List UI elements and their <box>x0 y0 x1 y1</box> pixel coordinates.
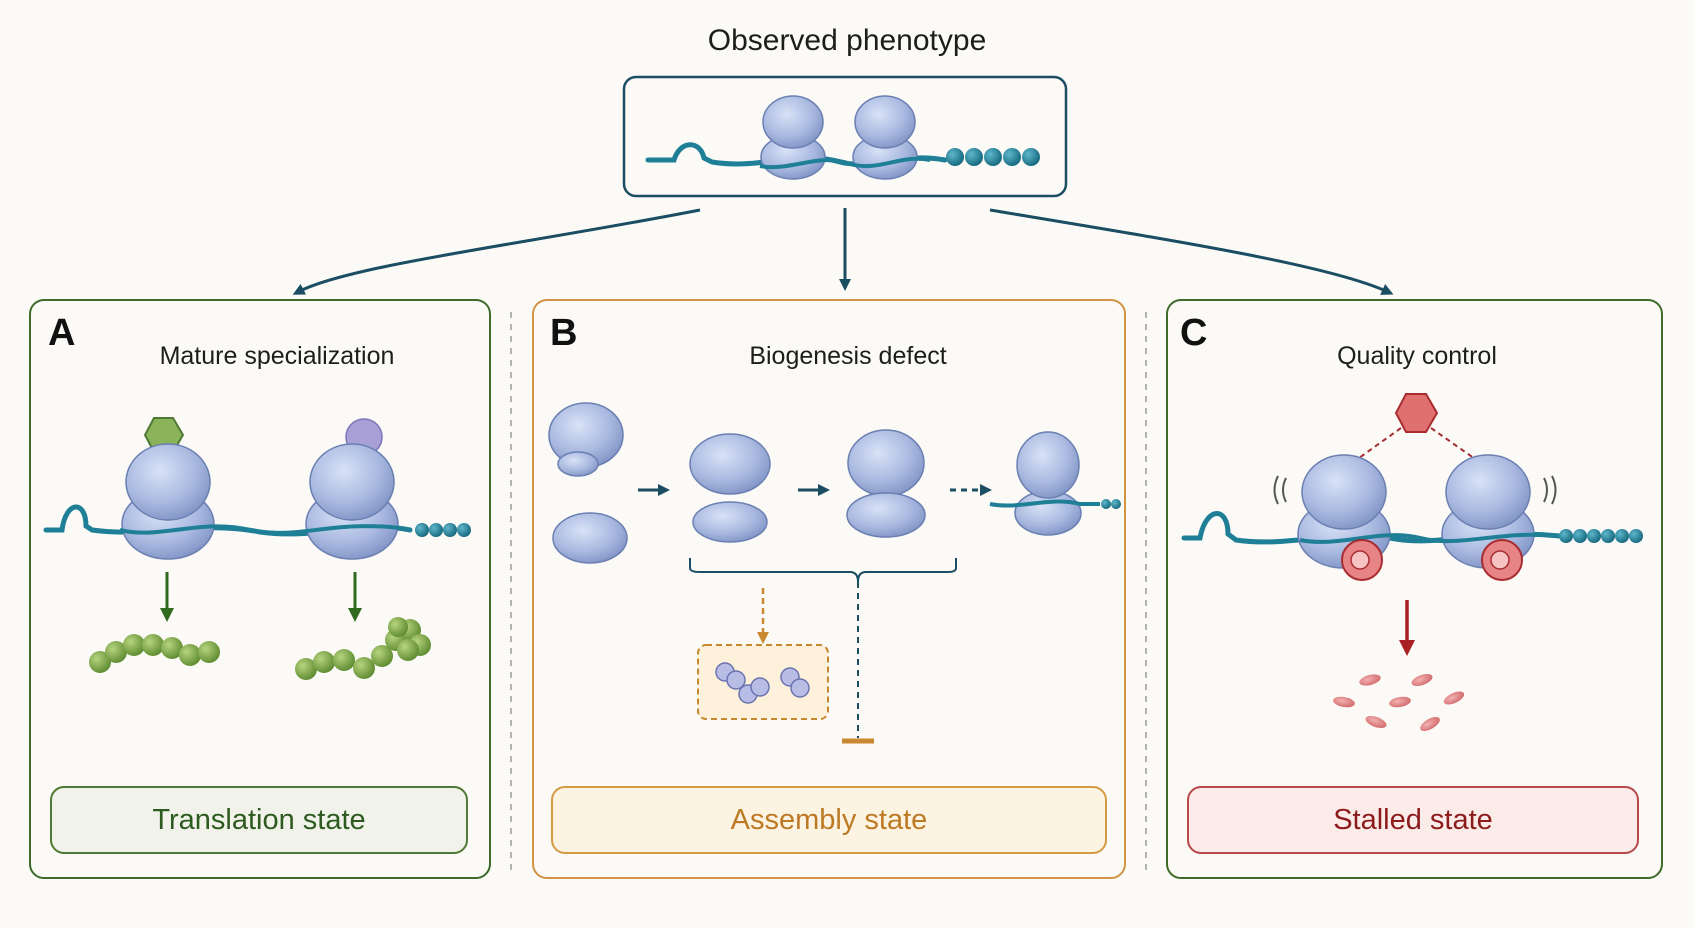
stall-factor-icon <box>1481 539 1523 581</box>
peptide-chain-icon <box>89 634 220 673</box>
stall-factor-hexagon-icon <box>1394 393 1439 433</box>
branch-arrow-c <box>989 208 1394 295</box>
ribosome-icon <box>121 443 215 560</box>
panel-a-letter: A <box>48 312 76 354</box>
panel-a-frame <box>29 299 491 879</box>
bracket <box>689 558 957 583</box>
misassembled-particles-icon <box>715 662 810 704</box>
panel-b-title: Biogenesis defect <box>749 342 947 370</box>
vibration-marks-icon <box>1273 475 1557 505</box>
stall-factor-icon <box>1341 539 1383 581</box>
ribosome-icon <box>1297 454 1391 569</box>
ribosome-subunit-small <box>552 512 628 564</box>
ribosome-icon <box>1014 431 1082 536</box>
observed-phenotype-box <box>622 75 1068 198</box>
ribosome-subunit-large <box>548 402 624 477</box>
degraded-fragments-icon <box>1333 673 1465 731</box>
figure-title: Observed phenotype <box>707 24 987 57</box>
ribosome-icon <box>305 443 399 560</box>
panel-b-frame <box>532 299 1126 879</box>
peptide-beads-b <box>1101 499 1121 509</box>
panel-a-state-label: Translation state <box>50 786 468 854</box>
panel-c-title: Quality control <box>1337 342 1497 370</box>
mrna-strand <box>989 499 1100 508</box>
ribosome-intermediate-1 <box>689 433 771 543</box>
folded-peptide-icon <box>295 617 431 680</box>
panel-c-state-label: Stalled state <box>1187 786 1639 854</box>
peptide-beads-c <box>1559 529 1643 543</box>
ribosome-intermediate-2 <box>846 429 926 538</box>
peptide-beads-a <box>415 523 471 537</box>
panel-a-title: Mature specialization <box>159 342 395 370</box>
peptide-beads-top <box>946 148 1040 166</box>
panel-c-frame <box>1166 299 1663 879</box>
branch-arrow-a <box>292 208 701 295</box>
panel-b-state-label: Assembly state <box>551 786 1107 854</box>
panel-c-letter: C <box>1180 312 1208 354</box>
panel-b-letter: B <box>550 312 578 354</box>
